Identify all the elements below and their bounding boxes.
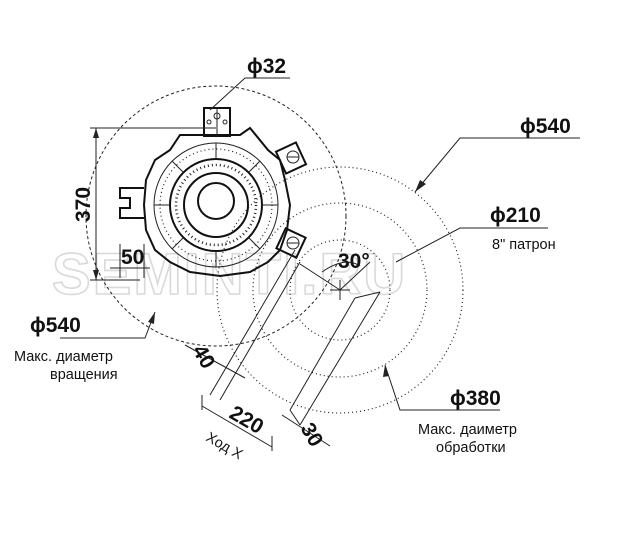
tool-holder-right-upper [274, 141, 308, 175]
tool-holder-top [203, 107, 231, 137]
label-d540-left: ϕ540 [30, 314, 81, 337]
dim-d32: ϕ32 [209, 55, 290, 111]
turret-spokes [154, 143, 278, 267]
label-stroke-x: Ход X [203, 430, 245, 464]
label-max-rotation-2: вращения [50, 367, 118, 383]
label-max-machining-1: Макс. даиметр [418, 422, 517, 438]
turret-gear-teeth [174, 163, 258, 247]
dim-d380: ϕ380 Макс. даиметр обработки [383, 364, 517, 456]
turret-body [142, 126, 292, 278]
dim-d540-left: ϕ540 Макс. диаметр вращения [14, 311, 156, 383]
label-d540-top: ϕ540 [520, 115, 571, 138]
dim-370: 370 [72, 127, 216, 281]
circle-d210 [289, 239, 391, 341]
turret-ring-inner [183, 172, 249, 238]
turret-center-bore [197, 182, 235, 220]
label-d210: ϕ210 [490, 204, 541, 227]
label-370: 370 [72, 187, 95, 222]
max-rotation-circle [85, 85, 347, 347]
circle-d540-chuck [216, 166, 464, 414]
dim-d210: ϕ210 8" патрон [395, 204, 556, 263]
label-50: 50 [121, 246, 144, 269]
tool-holder-left [119, 187, 144, 219]
label-max-rotation-1: Макс. диаметр [14, 349, 113, 365]
label-max-machining-2: обработки [436, 440, 506, 456]
turret-assembly [85, 85, 347, 347]
angle-30: 30° [299, 250, 371, 291]
dim-50: 50 [110, 244, 150, 278]
label-220: 220 [226, 401, 268, 438]
tool-holder-right-lower [275, 227, 307, 259]
label-chuck: 8" патрон [492, 237, 556, 253]
label-d32: ϕ32 [247, 55, 286, 78]
dim-d540-top: ϕ540 [414, 115, 580, 193]
label-angle-30: 30° [338, 250, 370, 273]
circle-d380 [252, 202, 428, 378]
label-d380: ϕ380 [450, 387, 501, 410]
